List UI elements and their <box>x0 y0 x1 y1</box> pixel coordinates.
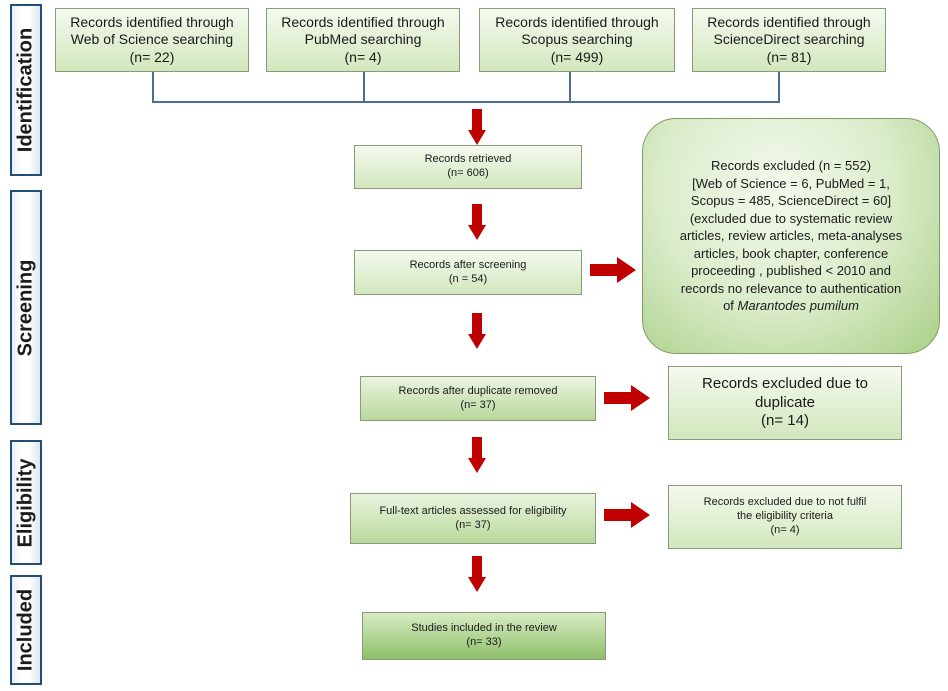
connector-v-4 <box>778 72 780 102</box>
source-line1: Records identified through <box>281 13 445 30</box>
records-retrieved-box: Records retrieved (n= 606) <box>354 145 582 189</box>
source-count: (n= 499) <box>550 48 604 65</box>
records-excluded-screening-box: Records excluded (n = 552) [Web of Scien… <box>642 118 940 354</box>
stage-included: Included <box>10 575 42 685</box>
arrow-down-4 <box>468 437 486 475</box>
stage-eligibility-label: Eligibility <box>14 458 37 547</box>
retrieved-count: (n= 606) <box>447 167 489 179</box>
excluded-screening-line: (excluded due to systematic review <box>689 210 893 226</box>
included-label: Studies included in the review <box>411 622 557 635</box>
source-box-pubmed: Records identified through PubMed search… <box>266 8 460 72</box>
screened-count: (n = 54) <box>448 272 488 285</box>
arrow-right-2 <box>604 385 650 411</box>
stage-identification: Identification <box>10 4 42 176</box>
excluded-screening-line: [Web of Science = 6, PubMed = 1, <box>692 175 890 191</box>
fulltext-count: (n= 37) <box>455 518 491 531</box>
dup-removed-label: Records after duplicate removed <box>398 384 558 397</box>
species-name: Marantodes pumilum <box>737 298 859 314</box>
source-line1: Records identified through <box>70 13 234 30</box>
connector-h <box>152 101 780 103</box>
stage-screening: Screening <box>10 190 42 425</box>
excluded-screening-line: articles, book chapter, conference <box>693 245 889 261</box>
excluded-elig-line1: Records excluded due to not fulfil <box>703 496 867 509</box>
stage-eligibility: Eligibility <box>10 440 42 565</box>
stage-included-label: Included <box>14 588 37 672</box>
arrow-down-2 <box>468 204 486 242</box>
source-count: (n= 4) <box>344 48 382 65</box>
connector-v-2 <box>363 72 365 102</box>
excluded-screening-line: Scopus = 485, ScienceDirect = 60] <box>690 193 892 209</box>
source-line2: Scopus searching <box>521 31 633 48</box>
source-line2: Web of Science searching <box>70 31 234 48</box>
excluded-screening-last-line: of Marantodes pumilum <box>723 297 859 315</box>
stage-identification-label: Identification <box>14 27 37 153</box>
fulltext-label: Full-text articles assessed for eligibil… <box>379 504 567 517</box>
excluded-dup-count: (n= 14) <box>761 412 809 430</box>
source-line2: PubMed searching <box>304 31 422 48</box>
included-count: (n= 33) <box>466 636 502 648</box>
source-line2: ScienceDirect searching <box>713 31 865 48</box>
source-box-web-of-science: Records identified through Web of Scienc… <box>55 8 249 72</box>
dup-removed-count: (n= 37) <box>460 398 496 411</box>
records-after-duplicate-box: Records after duplicate removed (n= 37) <box>360 376 596 421</box>
source-count: (n= 22) <box>129 48 175 65</box>
records-excluded-duplicate-box: Records excluded due to duplicate (n= 14… <box>668 366 902 440</box>
excluded-screening-line: records no relevance to authentication <box>680 280 902 296</box>
retrieved-label: Records retrieved <box>424 153 512 166</box>
excluded-dup-line2: duplicate <box>754 393 816 411</box>
excluded-screening-line: proceeding , published < 2010 and <box>691 263 891 279</box>
arrow-down-5 <box>468 556 486 594</box>
excluded-screening-line: articles, review articles, meta-analyses <box>679 228 903 244</box>
excluded-elig-count: (n= 4) <box>770 523 800 536</box>
records-excluded-eligibility-box: Records excluded due to not fulfil the e… <box>668 485 902 549</box>
arrow-right-1 <box>590 257 636 283</box>
stage-screening-label: Screening <box>14 259 37 356</box>
connector-v-1 <box>152 72 154 102</box>
connector-v-3 <box>569 72 571 102</box>
source-box-scopus: Records identified through Scopus search… <box>479 8 675 72</box>
fulltext-assessed-box: Full-text articles assessed for eligibil… <box>350 493 596 544</box>
arrow-down-3 <box>468 313 486 351</box>
arrow-right-3 <box>604 502 650 528</box>
studies-included-box: Studies included in the review (n= 33) <box>362 612 606 660</box>
source-line1: Records identified through <box>707 13 871 30</box>
excluded-elig-line2: the eligibility criteria <box>737 510 833 523</box>
arrow-down-1 <box>468 109 486 147</box>
excluded-dup-line1: Records excluded due to <box>702 374 868 392</box>
source-box-sciencedirect: Records identified through ScienceDirect… <box>692 8 886 72</box>
screened-label: Records after screening <box>409 258 527 271</box>
source-line1: Records identified through <box>495 13 659 30</box>
excluded-screening-prefix: of <box>723 298 738 314</box>
source-count: (n= 81) <box>766 48 812 65</box>
records-after-screening-box: Records after screening (n = 54) <box>354 250 582 295</box>
excluded-screening-line: Records excluded (n = 552) <box>710 158 872 174</box>
